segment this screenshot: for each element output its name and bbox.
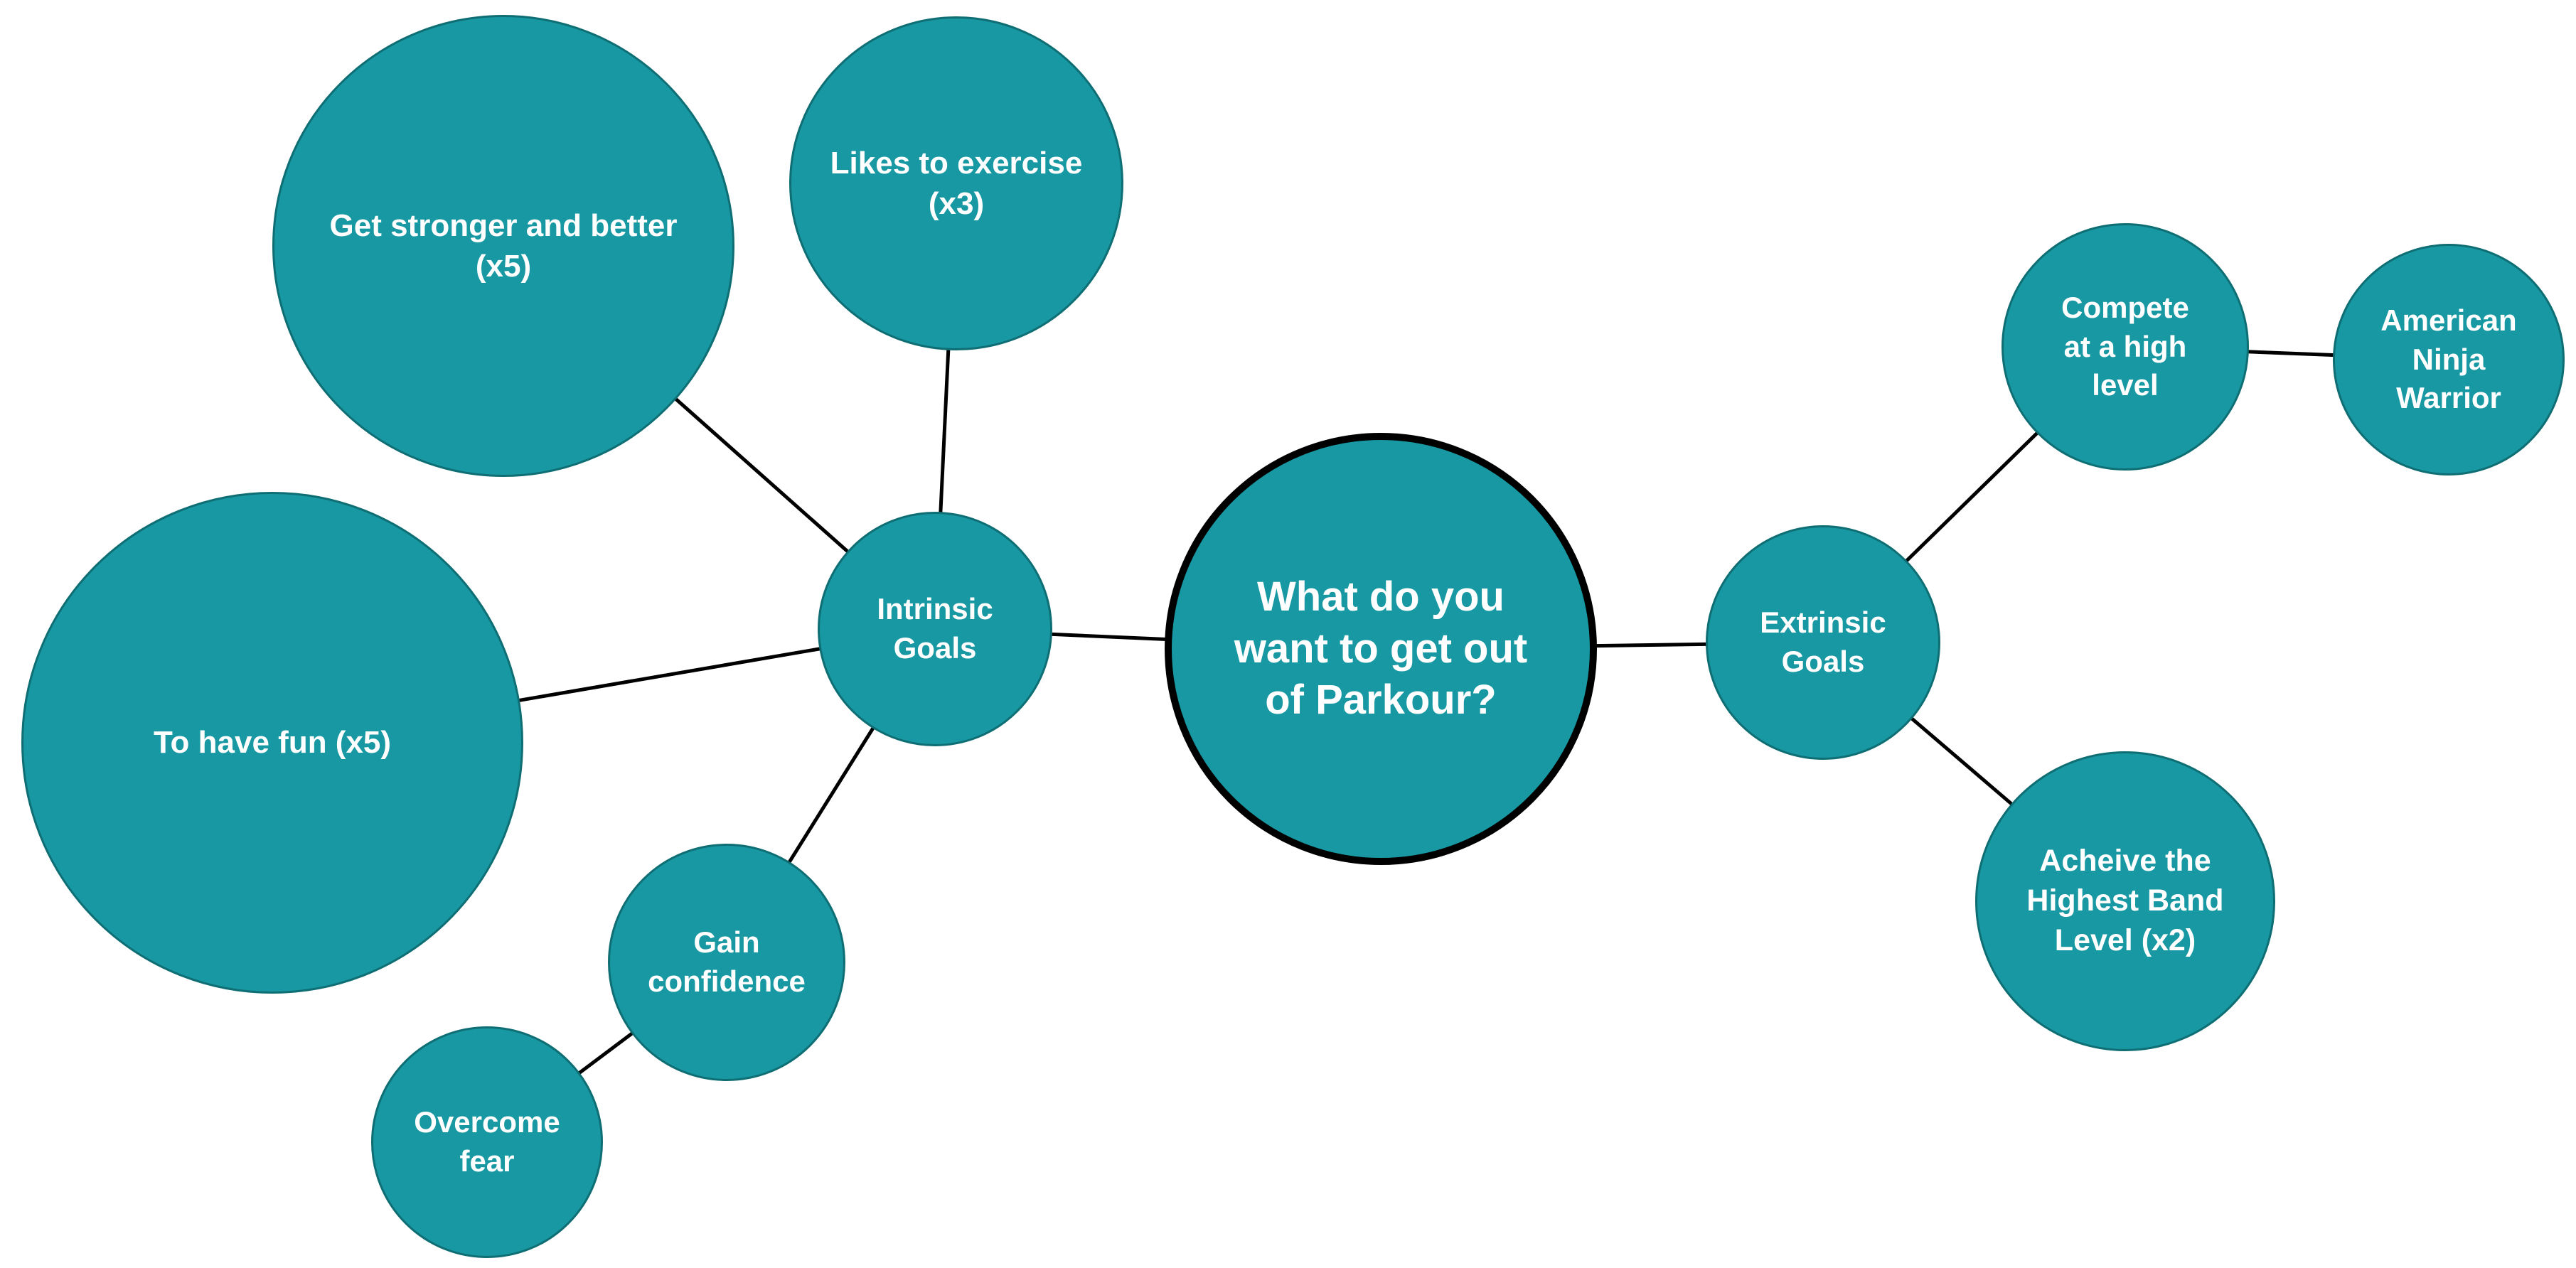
node-likes-exercise: Likes to exercise (x3) <box>789 16 1123 350</box>
node-overcome-fear: Overcome fear <box>371 1026 603 1258</box>
node-highest-band-level: Acheive the Highest Band Level (x2) <box>1975 751 2275 1051</box>
node-have-fun: To have fun (x5) <box>21 492 523 994</box>
node-american-ninja-warrior: American Ninja Warrior <box>2333 244 2565 476</box>
node-intrinsic-goals: Intrinsic Goals <box>818 512 1052 746</box>
node-gain-confidence: Gain confidence <box>608 844 845 1081</box>
node-extrinsic-goals: Extrinsic Goals <box>1706 525 1940 760</box>
node-center-question: What do you want to get out of Parkour? <box>1165 433 1597 865</box>
node-get-stronger: Get stronger and better (x5) <box>272 15 734 477</box>
node-compete-high-level: Compete at a high level <box>2002 223 2249 471</box>
